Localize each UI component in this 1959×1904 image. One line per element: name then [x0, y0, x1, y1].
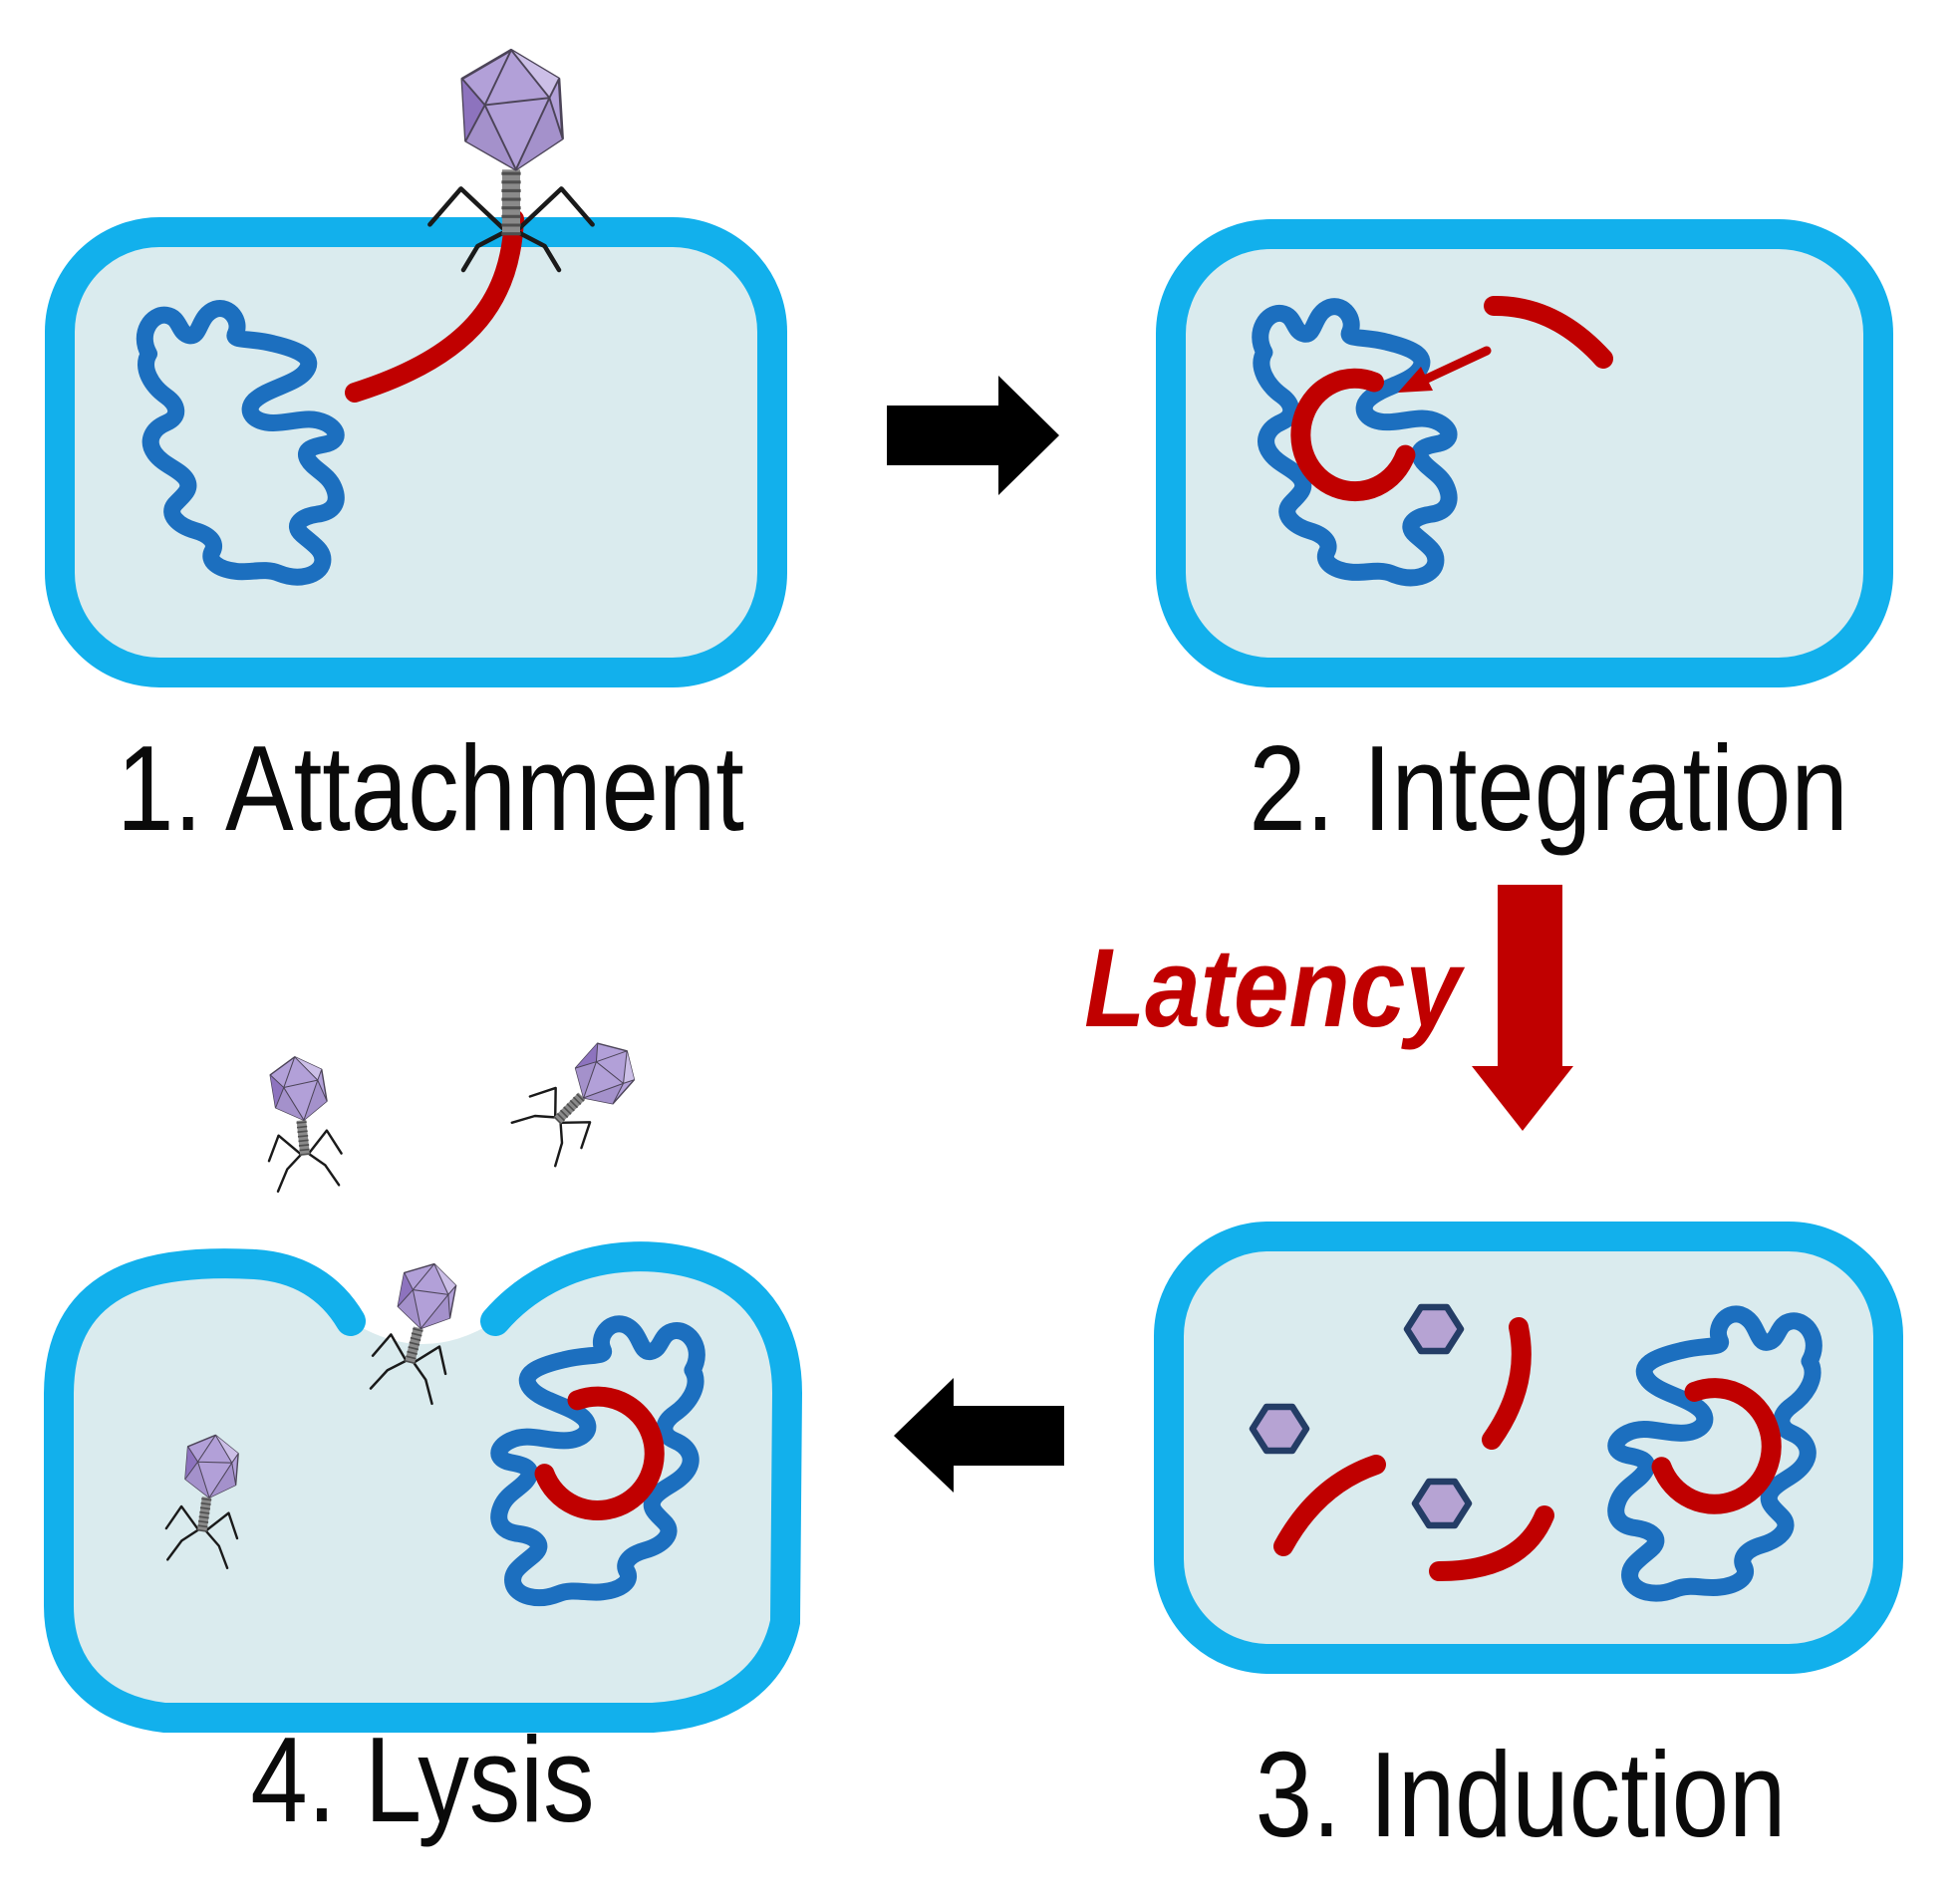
step-integration: [1156, 219, 1893, 687]
step-attachment: [45, 50, 787, 687]
phage-body: [462, 50, 563, 235]
phage-icon: [258, 1053, 347, 1194]
viral-dna-fragment: [1484, 295, 1613, 369]
injected-viral-dna-strand: [345, 209, 524, 403]
capsid-hexagon-icon: [1403, 1303, 1465, 1355]
step-induction: [1154, 1222, 1903, 1674]
arrow-left-icon: [894, 1378, 1064, 1493]
lysed-cell-membrane: [44, 1241, 803, 1733]
viral-dna-fragment: [1273, 1455, 1386, 1556]
latency-label: Latency: [1084, 927, 1466, 1050]
step-label-lysis: 4. Lysis: [250, 1712, 594, 1847]
step-label-induction: 3. Induction: [1256, 1727, 1787, 1862]
phage-body: [269, 1054, 333, 1158]
step-label-integration: 2. Integration: [1249, 720, 1847, 856]
viral-dna-fragment: [1482, 1317, 1532, 1450]
latency-arrow-down-icon: [1472, 885, 1573, 1131]
integration-arrow-icon: [1398, 346, 1492, 393]
step-label-attachment: 1. Attachment: [117, 720, 744, 856]
phage-icon: [506, 1025, 653, 1172]
step-lysis: [44, 1025, 803, 1733]
capsid-hexagon-icon: [1411, 1478, 1473, 1529]
capsid-hexagon-icon: [1249, 1403, 1310, 1455]
bacterium-cell: [45, 217, 787, 687]
arrow-right-icon: [887, 376, 1059, 495]
viral-dna-fragment: [1429, 1505, 1554, 1581]
lysed-cell-cytoplasm: [59, 1256, 787, 1718]
phage-body: [538, 1032, 646, 1140]
